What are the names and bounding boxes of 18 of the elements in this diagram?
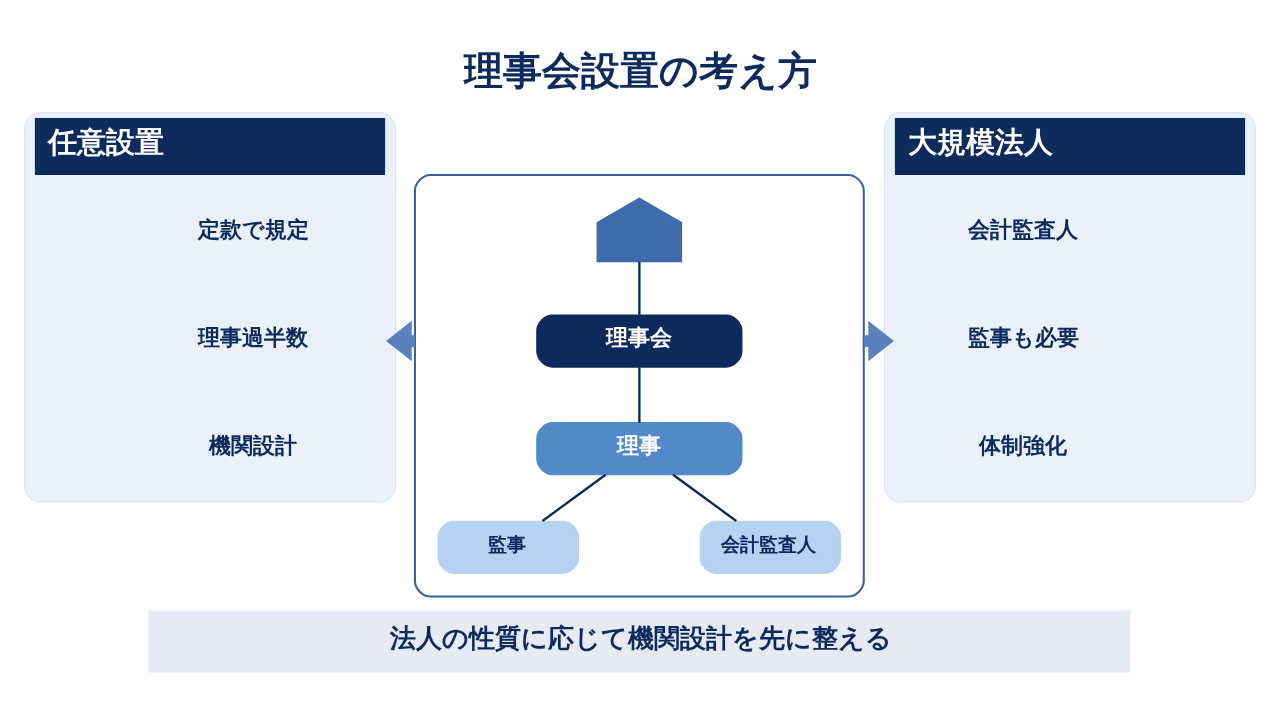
node-text: 監事も必要 [968,324,1080,350]
node-text: 会計監査人 [968,216,1079,242]
connector [638,366,641,423]
node-box: 監事 [437,520,580,574]
node-text: 理事過半数 [197,324,308,350]
node-text: 定款で規定 [197,216,309,242]
node-box: 会計監査人 [699,520,842,574]
diagram-title: 理事会設置の考え方 [463,47,817,93]
connector [672,473,737,522]
cluster [413,173,865,598]
node-picture [596,197,683,262]
connector [638,261,641,315]
node-box: 理事会 [536,313,743,368]
node-text: 機関設計 [208,432,297,458]
node-box: 理事 [536,421,743,475]
node-box: 法人の性質に応じて機関設計を先に整える [148,609,1131,672]
node-text: 体制強化 [979,432,1068,458]
connector [541,473,607,522]
